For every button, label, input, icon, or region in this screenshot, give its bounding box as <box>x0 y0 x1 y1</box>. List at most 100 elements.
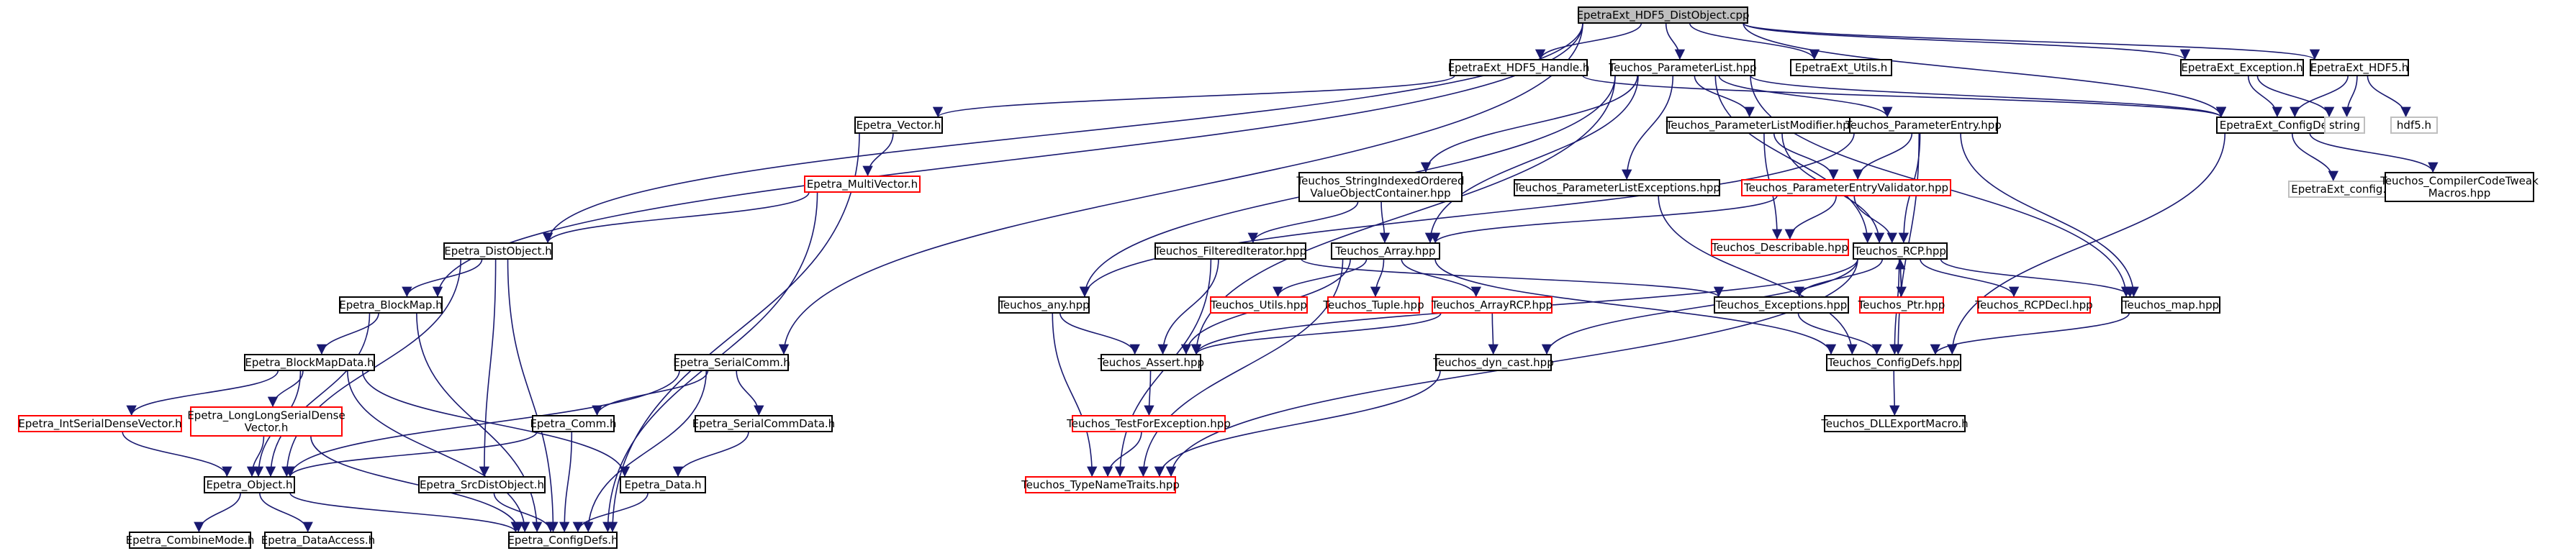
node-paramentry[interactable]: Teuchos_ParameterEntry.hpp <box>1845 117 2002 134</box>
edge-filtered-to-tassert <box>1157 258 1219 355</box>
edge-peValidator-to-array <box>1430 195 1778 244</box>
node-rcp[interactable]: Teuchos_RCP.hpp <box>1853 242 1948 260</box>
node-filtered[interactable]: Teuchos_FilteredIterator.hpp <box>1154 242 1306 260</box>
edge-distobject-to-epconfigdefs <box>507 258 559 533</box>
node-combinemode[interactable]: Epetra_CombineMode.h <box>126 532 255 549</box>
node-tany[interactable]: Teuchos_any.hpp <box>998 296 1090 314</box>
node-distobject[interactable]: Epetra_DistObject.h <box>443 242 553 260</box>
node-plmodifier[interactable]: Teuchos_ParameterListModifier.hpp <box>1666 117 1856 134</box>
node-box <box>1072 415 1226 432</box>
node-label: EpetraExt_HDF5_DistObject.cpp <box>1576 9 1749 22</box>
node-box <box>1826 354 1961 371</box>
node-tptr[interactable]: Teuchos_Ptr.hpp <box>1858 296 1945 314</box>
node-epdata[interactable]: Epetra_Data.h <box>620 476 706 493</box>
node-serialcomm[interactable]: Epetra_SerialComm.h <box>673 354 790 371</box>
edge-array-to-utils <box>1273 258 1368 298</box>
node-arrayrcp[interactable]: Teuchos_ArrayRCP.hpp <box>1431 296 1553 314</box>
node-label: EpetraExt_HDF5_Handle.h <box>1448 61 1590 75</box>
node-label: EpetraExt_HDF5.h <box>2310 61 2408 75</box>
edge-array-to-tuple <box>1370 258 1385 298</box>
dependency-edges <box>122 22 2439 533</box>
node-label: Epetra_Data.h <box>624 478 701 492</box>
node-intserial[interactable]: Epetra_IntSerialDenseVector.h <box>18 415 182 432</box>
node-dllexport[interactable]: Teuchos_DLLExportMacro.h <box>1820 415 1969 432</box>
node-label: Epetra_SrcDistObject.h <box>420 478 544 492</box>
node-box <box>998 296 1090 314</box>
node-blockmapdata[interactable]: Epetra_BlockMapData.h <box>244 354 375 371</box>
node-label: Epetra_BlockMap.h <box>339 298 442 312</box>
node-extutils[interactable]: EpetraExt_Utils.h <box>1790 59 1892 76</box>
edge-paramlist-to-extconfigdefs <box>1750 75 2226 118</box>
node-hdf5handle[interactable]: EpetraExt_HDF5_Handle.h <box>1448 59 1590 76</box>
node-testforexc[interactable]: Teuchos_TestForException.hpp <box>1066 415 1231 432</box>
edge-plexceptions-to-tconfigdefs <box>1658 195 1858 355</box>
node-box <box>1331 242 1440 260</box>
node-box <box>1578 6 1748 24</box>
edge-longlong-to-epobject <box>246 435 265 478</box>
node-stringindexed[interactable]: Teuchos_StringIndexedOrderedValueObjectC… <box>1296 172 1465 202</box>
edge-paramlist-to-plexceptions <box>1622 75 1674 181</box>
edge-paramlist-to-stringindexed <box>1420 75 1638 173</box>
edge-root-to-exthdf5 <box>1743 22 2320 60</box>
edge-serialcomm-to-epcomm <box>592 370 709 416</box>
node-epconfigdefs[interactable]: Epetra_ConfigDefs.h <box>507 532 618 549</box>
node-label: Teuchos_StringIndexedOrdered <box>1296 175 1465 188</box>
node-dyncast[interactable]: Teuchos_dyn_cast.hpp <box>1432 354 1554 371</box>
node-multivector[interactable]: Epetra_MultiVector.h <box>804 176 921 193</box>
node-tmap[interactable]: Teuchos_map.hpp <box>2121 296 2220 314</box>
edge-tptr-to-rcp <box>1895 258 1906 298</box>
edge-paramlist-to-array <box>1424 75 1639 244</box>
node-extexception[interactable]: EpetraExt_Exception.h <box>2180 59 2304 76</box>
node-epobject[interactable]: Epetra_Object.h <box>204 476 295 493</box>
node-utils[interactable]: Teuchos_Utils.hpp <box>1210 296 1308 314</box>
node-box <box>1853 242 1948 260</box>
node-box <box>854 117 943 134</box>
edge-blockmap-to-blockmapdata <box>316 312 379 355</box>
edge-rcp-to-tmap <box>1940 258 2136 298</box>
edge-arrayrcp-to-dyncast <box>1488 312 1499 355</box>
edge-hdf5handle-to-extconfigdefs <box>1582 75 2226 118</box>
node-extconfigdefs[interactable]: EpetraExt_ConfigDefs.h <box>2216 117 2351 134</box>
node-label: Epetra_BlockMapData.h <box>245 356 374 370</box>
node-label: ValueObjectContainer.hpp <box>1310 187 1450 200</box>
node-label: Teuchos_dyn_cast.hpp <box>1432 356 1553 370</box>
node-rcpdecl[interactable]: Teuchos_RCPDecl.hpp <box>1974 296 2093 314</box>
node-srcdist[interactable]: Epetra_SrcDistObject.h <box>418 476 546 493</box>
node-exthdf5[interactable]: EpetraExt_HDF5.h <box>2310 59 2409 76</box>
node-paramlist[interactable]: Teuchos_ParameterList.hpp <box>1608 59 1757 76</box>
node-serialcommdata[interactable]: Epetra_SerialCommData.h <box>692 415 835 432</box>
node-tconfigdefs[interactable]: Teuchos_ConfigDefs.hpp <box>1826 354 1961 371</box>
node-box <box>2385 172 2534 202</box>
edge-blockmapdata-to-epconfigdefs <box>347 370 530 533</box>
edge-paramlist-to-paramentry <box>1718 75 1893 118</box>
node-plexceptions[interactable]: Teuchos_ParameterListExceptions.hpp <box>1513 179 1720 196</box>
node-typename[interactable]: Teuchos_TypeNameTraits.hpp <box>1021 476 1180 493</box>
node-box <box>2180 59 2304 76</box>
node-describable[interactable]: Teuchos_Describable.hpp <box>1711 239 1849 256</box>
node-label: Teuchos_map.hpp <box>2122 298 2219 312</box>
node-dataaccess[interactable]: Epetra_DataAccess.h <box>261 532 375 549</box>
node-label: Epetra_IntSerialDenseVector.h <box>18 417 181 431</box>
node-label: Epetra_DataAccess.h <box>261 534 375 547</box>
node-blockmap[interactable]: Epetra_BlockMap.h <box>339 296 443 314</box>
edge-rcp-to-dyncast <box>1541 258 1858 355</box>
node-peValidator[interactable]: Teuchos_ParameterEntryValidator.hpp <box>1741 179 1951 196</box>
node-box <box>2390 117 2438 134</box>
node-string: string <box>2324 117 2365 134</box>
node-label: Epetra_Vector.h <box>857 119 941 132</box>
edge-extconfigdefs-to-tconfigdefs <box>1947 132 2226 355</box>
node-epcomm[interactable]: Epetra_Comm.h <box>530 415 617 432</box>
edge-paramentry-to-peValidator <box>1852 132 1913 181</box>
node-tuple[interactable]: Teuchos_Tuple.hpp <box>1322 296 1424 314</box>
node-epvector[interactable]: Epetra_Vector.h <box>854 117 943 134</box>
node-tassert[interactable]: Teuchos_Assert.hpp <box>1097 354 1204 371</box>
node-box <box>804 176 921 193</box>
edge-tany-to-tassert <box>1059 312 1140 355</box>
node-array[interactable]: Teuchos_Array.hpp <box>1331 242 1440 260</box>
node-texceptions[interactable]: Teuchos_Exceptions.hpp <box>1714 296 1849 314</box>
node-label: hdf5.h <box>2397 119 2431 132</box>
node-label: Epetra_ConfigDefs.h <box>507 534 618 547</box>
